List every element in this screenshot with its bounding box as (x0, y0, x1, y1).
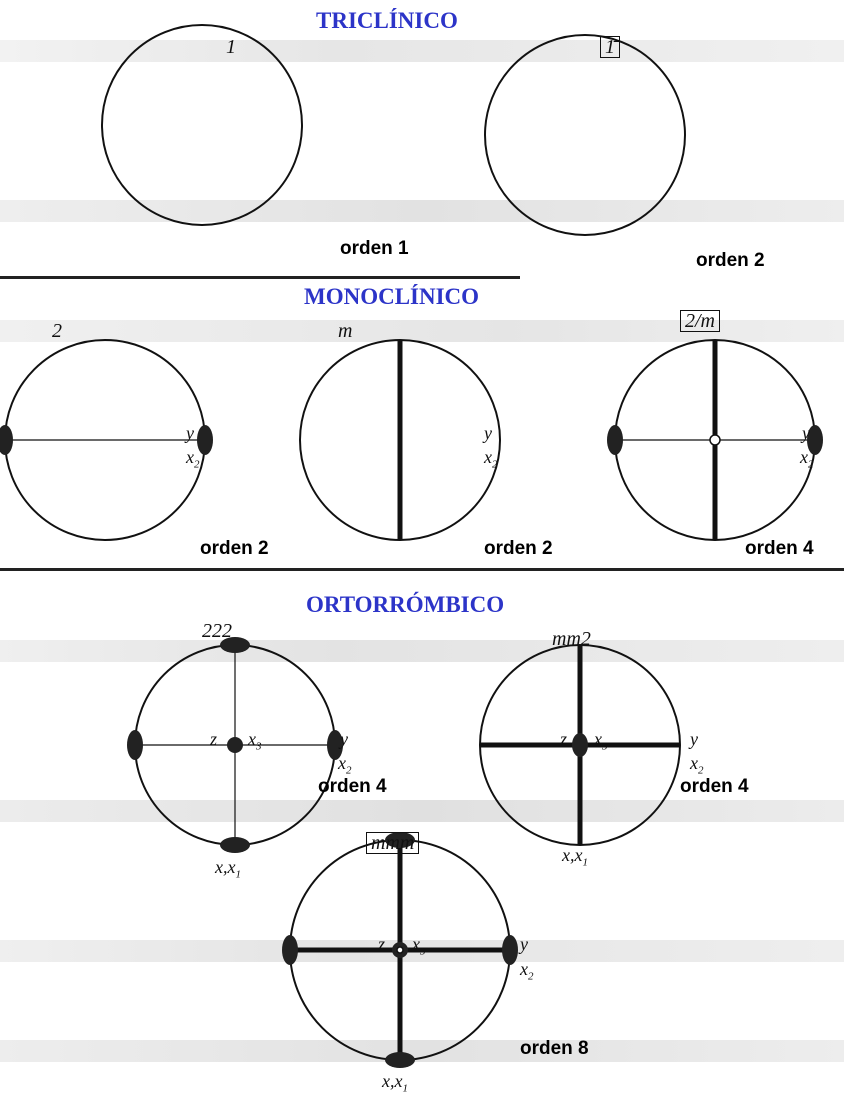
two-fold-axis-marker (807, 425, 823, 455)
axis-label-x2: x2 (690, 754, 704, 780)
axis-letter: x (338, 753, 346, 773)
axis-subscript: 2 (808, 458, 814, 471)
two-fold-axis-marker (282, 935, 298, 965)
two-fold-axis-marker (385, 1052, 415, 1068)
axis-label-x3: x3 (594, 730, 608, 756)
axis-label-z: z (378, 934, 386, 954)
axis-subscript: 2 (528, 970, 534, 983)
primitive-circle (484, 34, 686, 236)
axis-label-x3: x3 (248, 730, 262, 756)
group-order-label: orden 4 (745, 538, 814, 559)
axis-letter: x,x (382, 1071, 403, 1091)
axis-subscript: 3 (420, 945, 426, 958)
group-order-label: orden 4 (680, 776, 749, 797)
axis-letter: x,x (562, 845, 583, 865)
axis-label-y: y (690, 729, 698, 749)
heading-triclinic: TRICLÍNICO (308, 6, 466, 36)
point-group-symbol: mm2 (552, 628, 591, 650)
group-order-label: orden 2 (484, 538, 553, 559)
two-fold-axis-marker (502, 935, 518, 965)
group-order-label: orden 4 (318, 776, 387, 797)
axis-letter: x (248, 729, 256, 749)
point-group-symbol: 1 (226, 36, 236, 58)
two-fold-axis-marker (607, 425, 623, 455)
two-fold-axis-marker (127, 730, 143, 760)
section-divider (0, 276, 520, 279)
section-divider (0, 568, 844, 571)
group-order-label: orden 2 (200, 538, 269, 559)
point-group-symbol: 1̄ (600, 36, 620, 58)
point-group-symbol: 222 (202, 620, 232, 642)
axis-label-x-x1: x,x1 (382, 1072, 408, 1098)
axis-label-y: y (340, 729, 348, 749)
axis-letter: x,x (215, 857, 236, 877)
point-group-symbol: mmm (366, 832, 420, 854)
axis-subscript: 1 (235, 868, 241, 881)
axis-letter: x (520, 959, 528, 979)
axis-label-x-x1: x,x1 (215, 858, 241, 884)
axis-label-z: z (560, 729, 568, 749)
axis-subscript: 2 (492, 458, 498, 471)
inversion-center-marker (709, 434, 721, 446)
axis-label-x2: x2 (520, 960, 534, 986)
two-fold-axis-marker (385, 832, 415, 848)
axis-letter: x (800, 447, 808, 467)
axis-subscript: 2 (346, 764, 352, 777)
point-group-symbol: m (338, 320, 353, 342)
axis-label-y: y (484, 423, 492, 443)
two-fold-axis-marker (572, 733, 588, 757)
axis-letter: x (594, 729, 602, 749)
axis-label-y: y (802, 423, 810, 443)
axis-label-x3: x3 (412, 935, 426, 961)
two-fold-axis-marker (227, 737, 243, 753)
axis-subscript: 1 (582, 856, 588, 869)
axis-letter: x (690, 753, 698, 773)
axis-label-y: y (186, 423, 194, 443)
two-fold-axis-marker (327, 730, 343, 760)
axis-label-x2: x2 (338, 754, 352, 780)
inversion-center-marker (396, 946, 404, 954)
group-order-label: orden 1 (340, 238, 409, 259)
primitive-circle (101, 24, 303, 226)
two-fold-axis-marker (197, 425, 213, 455)
axis-letter: x (484, 447, 492, 467)
heading-monoclinic: MONOCLÍNICO (296, 282, 488, 312)
axis-label-x-x1: x,x1 (562, 846, 588, 872)
axis-subscript: 2 (698, 764, 704, 777)
two-fold-axis-marker (0, 425, 13, 455)
axis-subscript: 3 (602, 740, 608, 753)
axis-letter: x (412, 934, 420, 954)
axis-label-x2: x2 (800, 448, 814, 474)
heading-orthorhombic: ORTORRÓMBICO (298, 590, 513, 620)
axis-label-y: y (520, 934, 528, 954)
axis-letter: x (186, 447, 194, 467)
axis-label-x2: x2 (186, 448, 200, 474)
two-fold-axis-marker (220, 637, 250, 653)
axis-label-x2: x2 (484, 448, 498, 474)
group-order-label: orden 2 (696, 250, 765, 271)
point-group-symbol: 2 (52, 320, 62, 342)
point-group-symbol: 2/m (680, 310, 720, 332)
axis-subscript: 2 (194, 458, 200, 471)
axis-subscript: 3 (256, 740, 262, 753)
group-order-label: orden 8 (520, 1038, 589, 1059)
two-fold-axis-marker (220, 837, 250, 853)
axis-subscript: 1 (402, 1082, 408, 1095)
axis-label-z: z (210, 729, 218, 749)
